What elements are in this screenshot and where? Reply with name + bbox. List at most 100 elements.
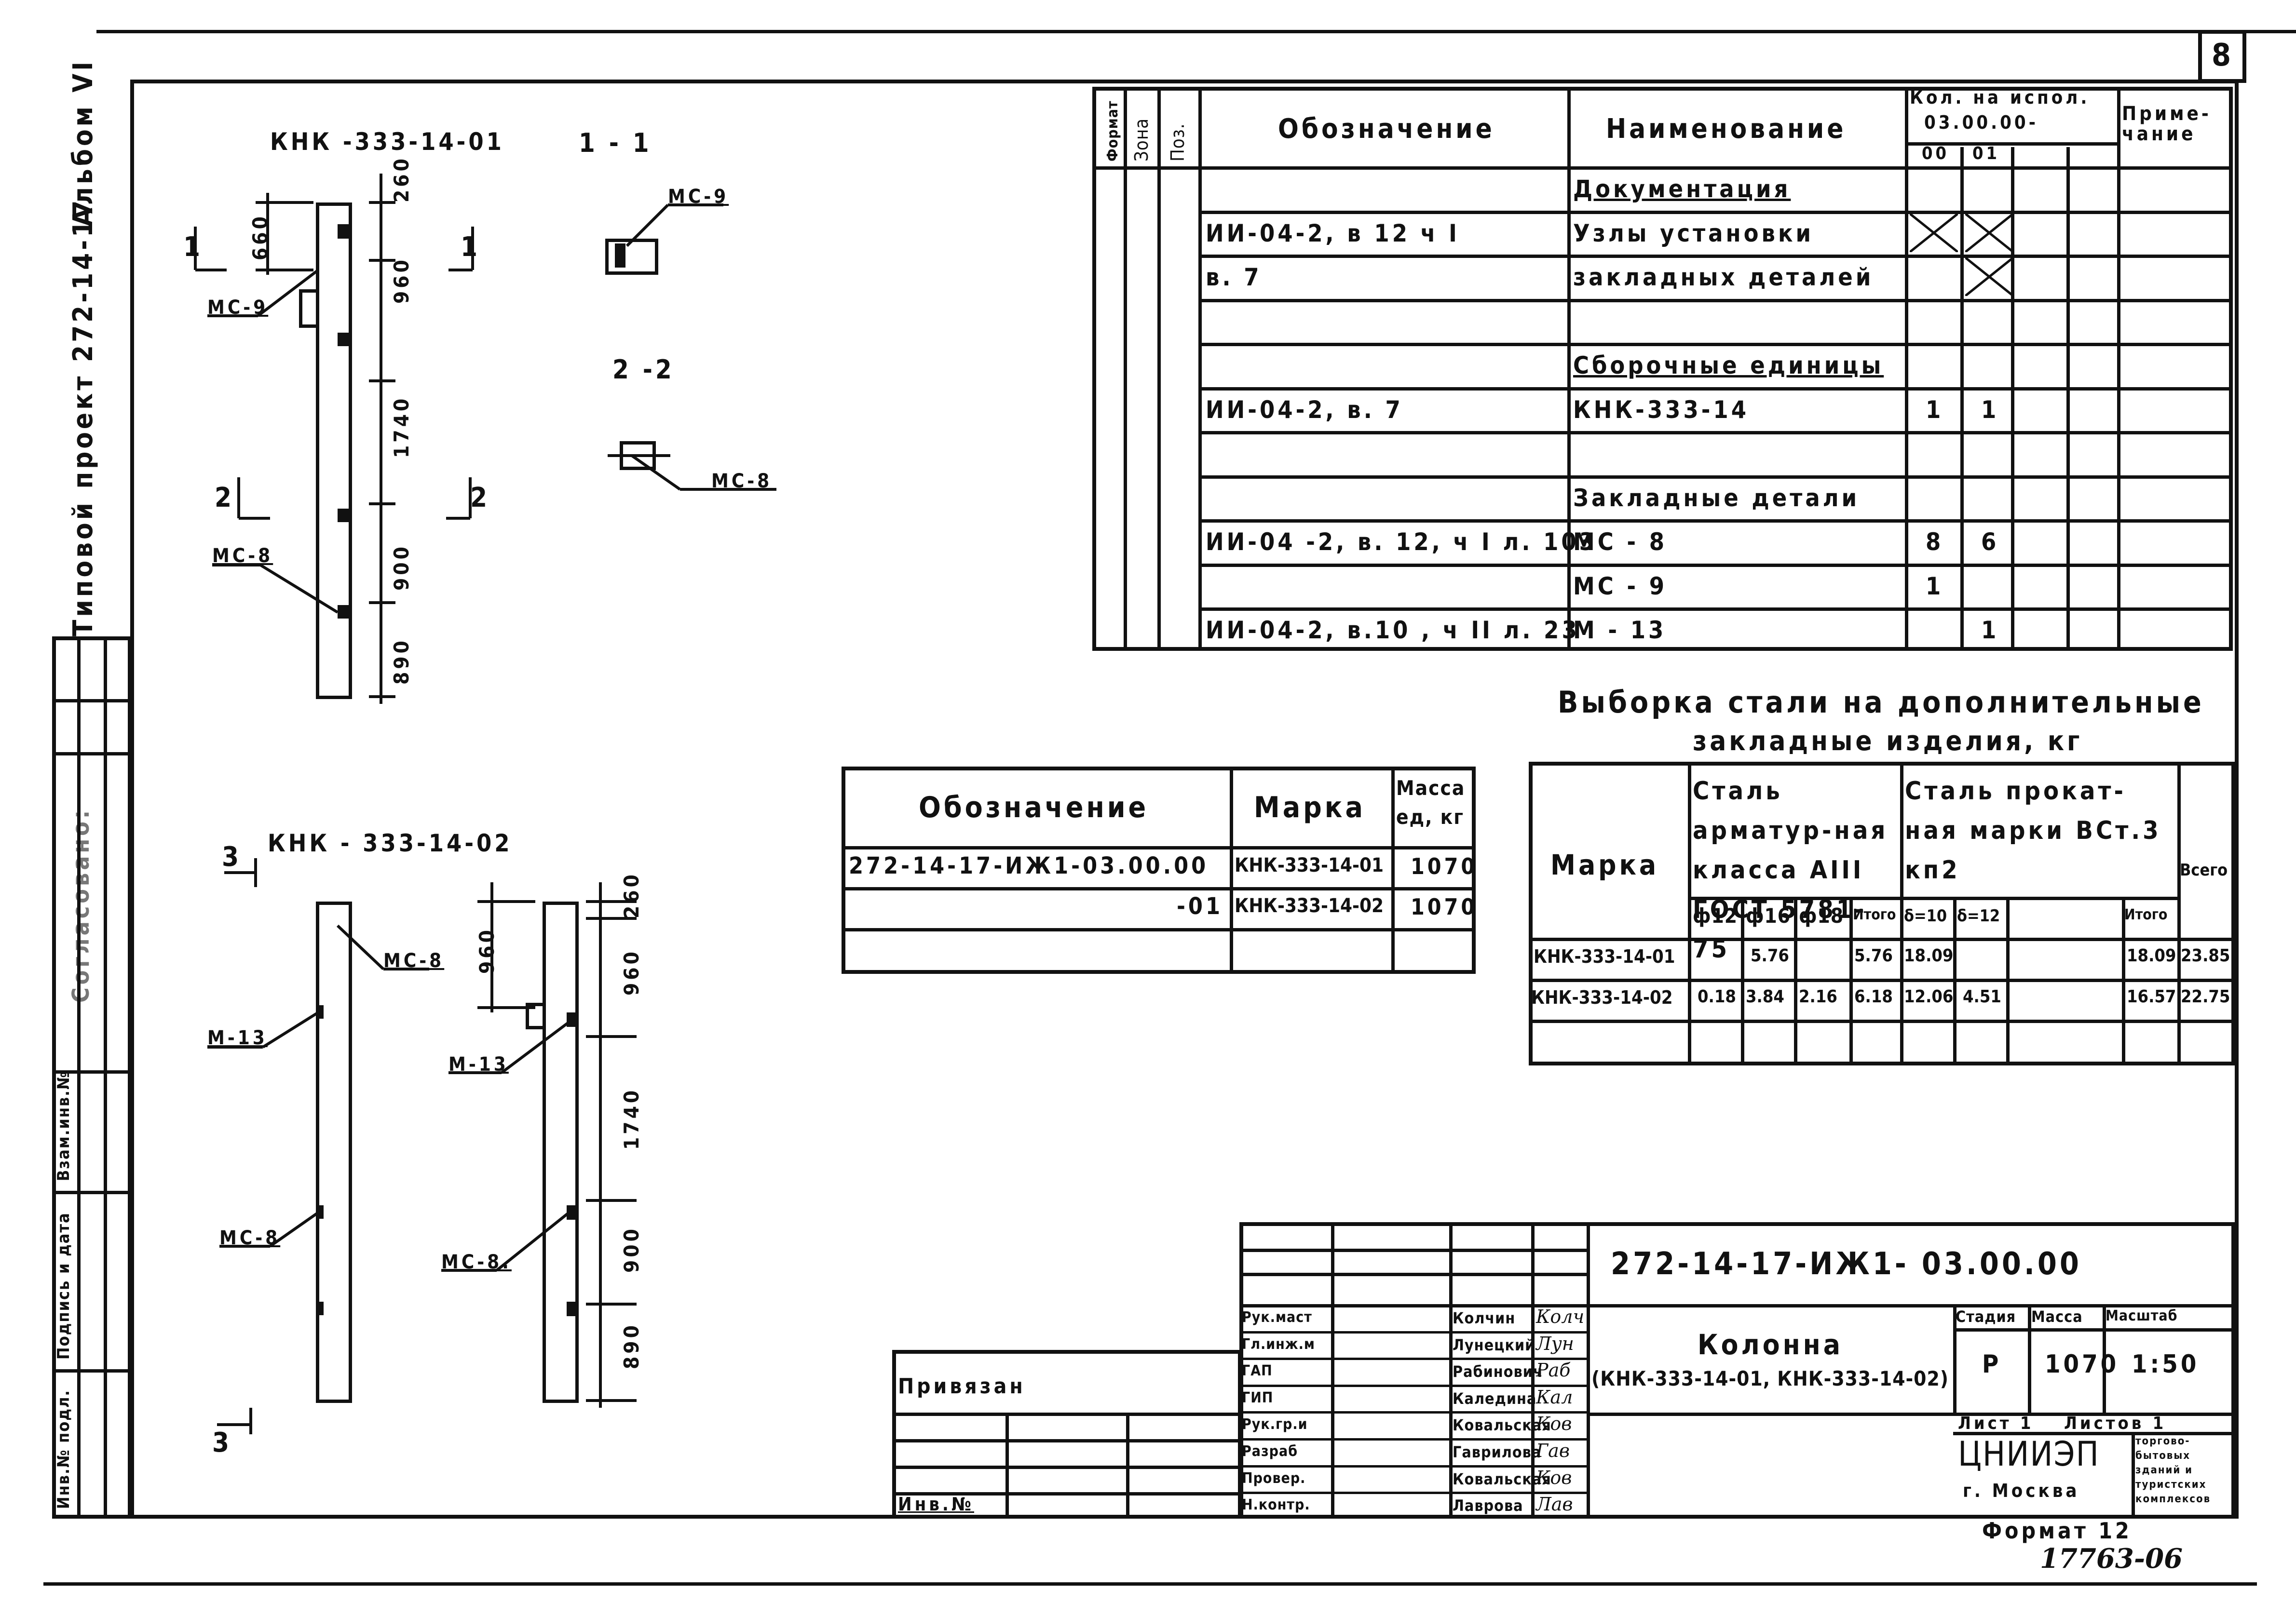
tb-hline-2	[1239, 1273, 1587, 1276]
steel-header-d18: ф18	[1799, 904, 1844, 928]
spec-header-designation: Обозначение	[1278, 113, 1495, 145]
section-3-bottom: 3	[212, 1427, 232, 1458]
spec-vline-2	[1157, 87, 1161, 651]
tb-vline-name	[1449, 1222, 1453, 1519]
staff-signature: Лав	[1536, 1494, 1573, 1515]
staff-signature: Гав	[1536, 1440, 1570, 1461]
section-2-title: 2 -2	[612, 354, 675, 385]
archive-number: 17763-06	[2040, 1543, 2183, 1575]
staff-signature: Колч	[1536, 1306, 1585, 1327]
stage-label: Стадия	[1956, 1307, 2016, 1326]
sheet-label: Лист 1	[1958, 1414, 2034, 1433]
tb-hline-stage	[1953, 1328, 2235, 1332]
spec-hline-header	[1092, 166, 2233, 170]
org-city: г. Москва	[1963, 1480, 2080, 1501]
staff-row-line	[1239, 1331, 1587, 1334]
spec-table	[1092, 87, 2233, 651]
steel-header-t10: δ=10	[1904, 906, 1947, 926]
spec-row-name: Документация	[1573, 175, 1791, 203]
side-stamp-line-2	[52, 752, 132, 755]
staff-name: Ковальская	[1453, 1416, 1551, 1435]
spec-row-qty: 1	[1981, 616, 1999, 644]
steel-row1-t10: 18.09	[1904, 946, 1954, 966]
steel-vline-mark	[1688, 762, 1691, 1065]
side-stamp-line-3	[52, 1070, 132, 1074]
spec-header-note: Приме-чание	[2122, 103, 2212, 145]
column-1-title: КНК -333-14-01	[270, 128, 504, 156]
sheets-label: Листов 1	[2064, 1414, 2167, 1433]
spec-row-name: Сборочные единицы	[1573, 351, 1884, 379]
steel-header-rolled: Сталь прокат-ная марки ВСт.3 кп2	[1905, 777, 2161, 885]
spec-vline-8	[2066, 147, 2070, 651]
staff-name: Лаврова	[1453, 1496, 1523, 1515]
steel-header-rebar: Сталь арматур-ная класса АIII ГОСТ 5781-…	[1693, 777, 1888, 964]
spec-row-line	[1198, 210, 2233, 214]
item-sub: (КНК-333-14-01, КНК-333-14-02)	[1591, 1367, 1949, 1390]
spec-row-line	[1198, 255, 2233, 258]
tb-vline-main	[1587, 1222, 1590, 1519]
spec-row-name: Закладные детали	[1573, 484, 1860, 512]
steel-header-sum2: Итого	[2124, 906, 2168, 923]
steel-row2-d12: 0.18	[1698, 987, 1736, 1007]
staff-signature: Кал	[1536, 1386, 1573, 1408]
section-3-top: 3	[222, 841, 242, 873]
mass-hline-3	[842, 928, 1476, 931]
mass-row2-designation: -01	[1177, 893, 1223, 920]
steel-row2-t12: 4.51	[1963, 987, 2001, 1007]
staff-row-line	[1239, 1438, 1587, 1441]
steel-row1-mark: КНК-333-14-01	[1534, 946, 1675, 967]
steel-header-t12: δ=12	[1957, 906, 2000, 926]
steel-hline-sub	[1688, 897, 2177, 900]
spec-row-name: закладных деталей	[1573, 263, 1874, 291]
spec-row-qty: 1	[1981, 395, 1999, 424]
mark-2-right: 2	[470, 482, 490, 513]
steel-header-mark: Марка	[1550, 849, 1659, 881]
spec-vline-1	[1124, 87, 1127, 651]
spec-header-zone: Зона	[1131, 118, 1152, 162]
steel-row1-sum2: 18.09	[2127, 946, 2176, 966]
spec-row-qty: 1	[1926, 572, 1944, 600]
side-stamp-line-4	[52, 1191, 132, 1194]
spec-row-cross-mark	[1965, 213, 2013, 252]
page-number-box: 8	[2198, 30, 2246, 83]
tb-vline-org	[2132, 1432, 2135, 1519]
steel-header-d16: ф16	[1746, 904, 1791, 928]
steel-row1-total: 23.85	[2181, 946, 2230, 966]
label-m13-a: М-13	[207, 1027, 268, 1049]
staff-row-line	[1239, 1492, 1587, 1495]
tb-vline-sig	[1531, 1222, 1535, 1519]
item-name: Колонна	[1698, 1328, 1843, 1361]
inv-label: Инв.№	[898, 1494, 974, 1515]
column-2b-insert-3	[567, 1302, 578, 1316]
staff-name: Лунецкий	[1453, 1335, 1535, 1354]
mass-row1-designation: 272-14-17-ИЖ1-03.00.00	[849, 852, 1209, 879]
steel-row2-total: 22.75	[2181, 987, 2230, 1007]
mass-header-mass: Масса ед, кг	[1396, 776, 1466, 829]
steel-header-total: Всего	[2180, 861, 2228, 880]
top-border-line	[96, 30, 2296, 33]
column-2-title: КНК - 333-14-02	[268, 829, 513, 857]
spec-vline-3	[1198, 87, 1202, 651]
tb-vline-mass	[2028, 1304, 2031, 1413]
section-1-insert	[615, 243, 625, 268]
mass-header-mark: Марка	[1254, 791, 1366, 824]
spec-row-line	[1198, 387, 2233, 391]
steel-row2-mark: КНК-333-14-02	[1531, 987, 1673, 1008]
column-2-elevation-b	[543, 902, 579, 1403]
steel-row2-t10: 12.06	[1904, 987, 1954, 1007]
mass-row2-mark: КНК-333-14-02	[1235, 895, 1384, 917]
tb-vline-role	[1331, 1222, 1334, 1519]
scale-label: Масштаб	[2106, 1307, 2178, 1324]
side-stamp	[52, 636, 132, 1519]
spec-row-designation: ИИ-04-2, в.10 , ч II л. 23	[1206, 616, 1580, 644]
staff-name: Каледина	[1453, 1389, 1537, 1408]
steel-row2-d16: 3.84	[1746, 987, 1784, 1007]
bound-label: Привязан	[898, 1374, 1026, 1399]
steel-header-sum1: Итого	[1853, 906, 1896, 923]
steel-row2-sum1: 6.18	[1854, 987, 1893, 1007]
mark-1-right: 1	[461, 231, 481, 263]
spec-row-cross-mark	[1910, 213, 1958, 252]
staff-role: ГАП	[1242, 1362, 1273, 1380]
mass-label: Масса	[2031, 1307, 2083, 1326]
steel-row2-d18: 2.16	[1799, 987, 1837, 1007]
